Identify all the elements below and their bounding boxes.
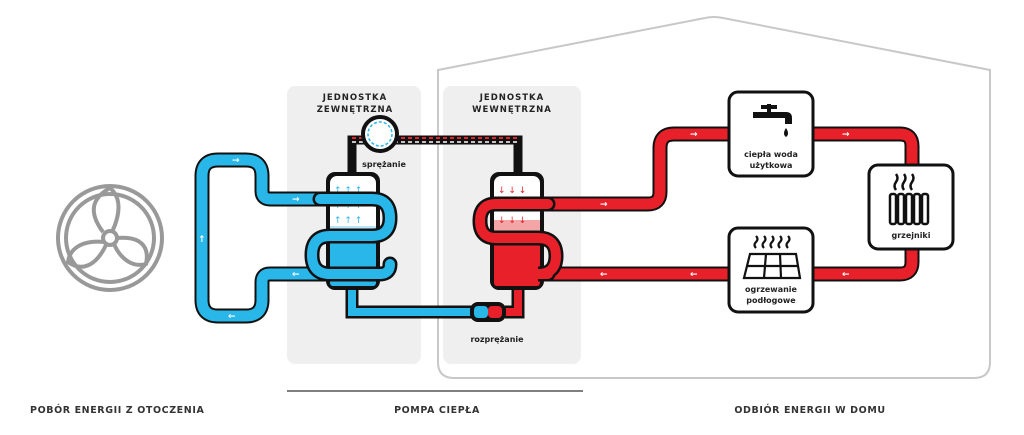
compressor-icon	[361, 115, 399, 153]
indoor-unit-title: JEDNOSTKA	[479, 93, 544, 103]
section-sink-label: ODBIÓR ENERGII W DOMU	[734, 404, 885, 416]
svg-text:↑: ↑	[198, 235, 206, 245]
svg-text:←: ←	[292, 270, 300, 280]
floor-heating-label-1: ogrzewanie	[745, 285, 797, 294]
svg-text:→: →	[232, 156, 240, 166]
svg-text:←: ←	[228, 312, 236, 322]
hot-water-box	[727, 90, 815, 178]
fan-icon	[56, 184, 164, 292]
floor-heating-label-2: podłogowe	[746, 296, 796, 305]
floor-heating-box	[727, 226, 815, 314]
radiator-box	[867, 163, 955, 251]
radiator-icon	[888, 173, 930, 226]
compression-label: sprężanie	[362, 160, 406, 169]
refrigerant-loop	[347, 135, 523, 186]
svg-text:↓ ↓ ↓: ↓ ↓ ↓	[498, 186, 526, 196]
svg-text:←: ←	[842, 270, 850, 280]
svg-text:↑ ↑ ↑: ↑ ↑ ↑	[334, 216, 362, 226]
expansion-valve-icon	[470, 302, 506, 322]
svg-text:↑ ↑ ↑: ↑ ↑ ↑	[334, 186, 362, 196]
outdoor-unit-subtitle: ZEWNĘTRZNA	[317, 105, 393, 115]
svg-text:↓ ↓ ↓: ↓ ↓ ↓	[498, 216, 526, 226]
hot-water-label-2: użytkowa	[750, 161, 793, 170]
radiators-label: grzejniki	[892, 231, 931, 240]
indoor-unit-subtitle: WEWNĘTRZNA	[472, 105, 552, 115]
outdoor-unit-title: JEDNOSTKA	[322, 93, 387, 103]
hot-water-label-1: ciepła woda	[744, 150, 798, 159]
svg-text:→: →	[690, 130, 698, 140]
svg-text:→: →	[842, 130, 850, 140]
section-pump-label: POMPA CIEPŁA	[394, 405, 480, 416]
svg-text:→: →	[600, 200, 608, 210]
expansion-label: rozprężanie	[470, 335, 524, 344]
svg-text:←: ←	[690, 270, 698, 280]
svg-text:→: →	[292, 195, 300, 205]
svg-text:←: ←	[600, 270, 608, 280]
faucet-icon	[753, 104, 792, 137]
section-source-label: POBÓR ENERGII Z OTOCZENIA	[30, 404, 204, 416]
floor-heating-icon	[742, 235, 802, 280]
